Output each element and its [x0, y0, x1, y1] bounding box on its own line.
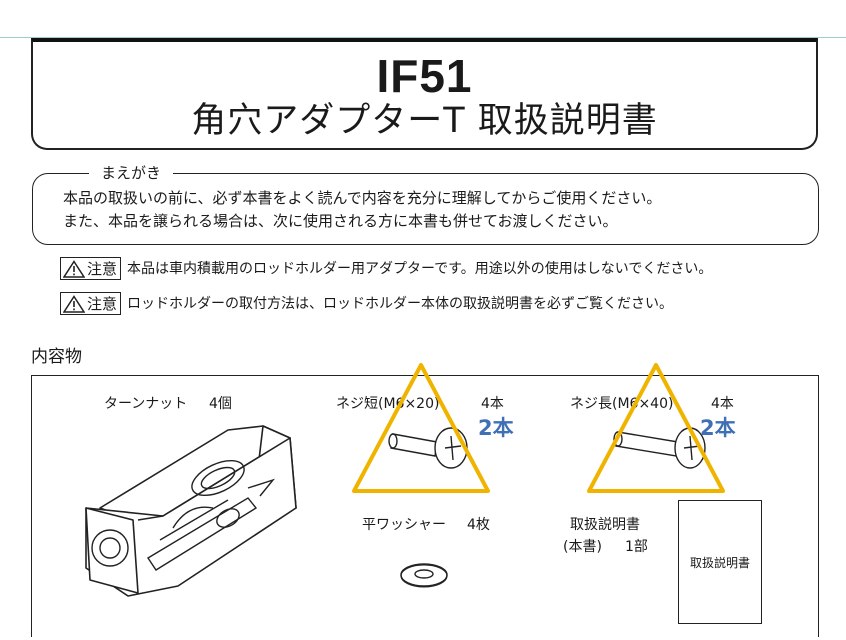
caution-row-2: 注意 ロッドホルダーの取付方法は、ロッドホルダー本体の取扱説明書を必ずご覧くださ… [60, 292, 673, 315]
manual-name-note: (本書) [563, 539, 602, 555]
long-screw-annotation: 2本 [700, 416, 736, 440]
turn-nut-name: ターンナット [104, 396, 188, 412]
contents-title: 内容物 [31, 347, 82, 367]
washer-qty: 4枚 [467, 517, 490, 533]
manual-booklet-label: 取扱説明書 [689, 556, 750, 570]
warning-triangle-icon [63, 294, 85, 313]
manual-qty: 1部 [625, 539, 648, 555]
turn-nut-illustration [85, 425, 297, 597]
top-rule [0, 37, 846, 38]
title-box: IF51 角穴アダプターT 取扱説明書 [31, 38, 818, 150]
caution-badge: 注意 [60, 292, 122, 315]
caution-badge-label: 注意 [87, 295, 118, 313]
caution-text: ロッドホルダーの取付方法は、ロッドホルダー本体の取扱説明書を必ずご覧ください。 [127, 295, 674, 312]
manual-name: 取扱説明書 [570, 517, 640, 533]
annotation-triangle [352, 363, 490, 493]
caution-badge: 注意 [60, 257, 122, 280]
short-screw-annotation: 2本 [478, 416, 514, 440]
caution-badge-label: 注意 [87, 260, 118, 278]
washer-illustration [400, 563, 448, 588]
manual-booklet: 取扱説明書 [678, 500, 762, 624]
preface-line-2: また、本品を譲られる場合は、次に使用される方に本書も併せてお渡しください。 [63, 212, 618, 230]
document-title: 角穴アダプターT 取扱説明書 [191, 101, 658, 141]
caution-text: 本品は車内積載用のロッドホルダー用アダプターです。用途以外の使用はしないでくださ… [127, 260, 713, 277]
long-screw-qty: 4本 [711, 396, 734, 412]
short-screw-name: ネジ短(M6×20) [336, 396, 440, 412]
preface-box: まえがき 本品の取扱いの前に、必ず本書をよく読んで内容を充分に理解してからご使用… [32, 163, 819, 245]
warning-triangle-icon [63, 259, 85, 278]
preface-label: まえがき [89, 163, 174, 183]
preface-line-1: 本品の取扱いの前に、必ず本書をよく読んで内容を充分に理解してからご使用ください。 [63, 189, 662, 207]
turn-nut-qty: 4個 [209, 396, 232, 412]
short-screw-qty: 4本 [481, 396, 504, 412]
model-number: IF51 [376, 50, 473, 102]
long-screw-name: ネジ長(M6×40) [570, 396, 674, 412]
caution-row-1: 注意 本品は車内積載用のロッドホルダー用アダプターです。用途以外の使用はしないで… [60, 257, 712, 280]
washer-name: 平ワッシャー [362, 517, 446, 533]
annotation-triangle [587, 363, 725, 493]
